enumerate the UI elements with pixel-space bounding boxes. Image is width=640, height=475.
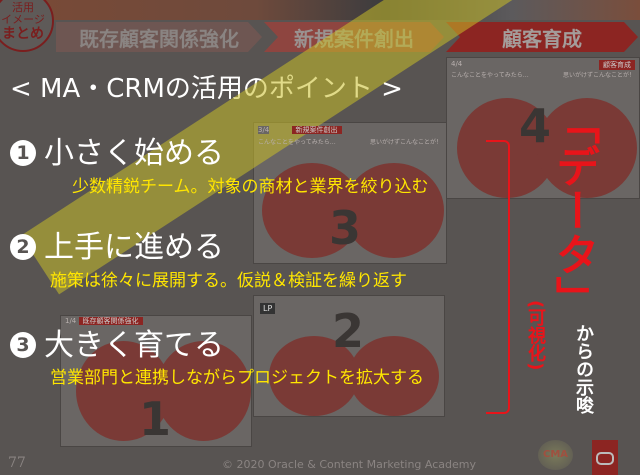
thumb-number: 3: [329, 201, 362, 255]
copyright: © 2020 Oracle & Content Marketing Academ…: [222, 458, 477, 471]
thumb-number: 4: [519, 99, 552, 153]
header-image-band: [0, 0, 640, 20]
thumb-page: 4/4: [451, 60, 463, 68]
thumbnail-4: 4/4 顧客育成 こんなことをやってみたら… 思いがけずこんなことが！ 4: [446, 57, 640, 199]
thumb-header: 新規案件創出: [291, 126, 342, 134]
thumbnail-1: 1/4 既存顧客関係強化 1: [60, 315, 252, 447]
insight-from: からの示唆: [573, 324, 594, 414]
oracle-logo: [592, 440, 618, 475]
thumb-caption: こんなことをやってみたら…: [451, 72, 529, 79]
point-3-detail: 営業部門と連携しながらプロジェクトを拡大する: [50, 368, 424, 388]
point-number: 1: [10, 140, 36, 166]
thumb-number: 1: [139, 392, 172, 446]
point-2-detail: 施策は徐々に展開する。仮説＆検証を繰り返す: [50, 271, 407, 291]
thumb-caption: こんなことをやってみたら…: [258, 139, 336, 146]
insight-visual: (可視化): [525, 300, 546, 371]
point-heading: 大きく育てる: [44, 328, 224, 363]
summary-badge: 活用 イメージ まとめ: [0, 0, 54, 52]
point-number: 3: [10, 332, 36, 358]
thumb-page: LP: [260, 303, 276, 314]
thumb-caption: 思いがけずこんなことが！: [562, 72, 635, 79]
page-number: 77: [8, 455, 26, 471]
thumb-number: 2: [332, 304, 365, 358]
point-heading: 上手に進める: [44, 230, 224, 265]
bracket: [486, 140, 510, 414]
badge-line: イメージ: [1, 13, 45, 26]
badge-line: まとめ: [2, 26, 44, 42]
point-2: 2 上手に進める: [10, 232, 224, 264]
point-1: 1 小さく始める: [10, 138, 224, 170]
step-customer-nurturing: 顧客育成: [446, 22, 638, 52]
thumb-header: 既存顧客関係強化: [78, 317, 143, 325]
oracle-o-icon: [596, 452, 614, 465]
thumb-caption: 思いがけずこんなことが！: [369, 139, 442, 146]
badge-line: 活用: [12, 1, 34, 14]
point-3: 3 大きく育てる: [10, 330, 224, 362]
point-1-detail: 少数精鋭チーム。対象の商材と業界を絞り込む: [72, 177, 429, 197]
thumbnail-3: 3/4 新規案件創出 こんなことをやってみたら… 思いがけずこんなことが！ 3: [253, 122, 447, 264]
thumb-header: 顧客育成: [599, 60, 635, 70]
thumb-page: 1/4: [65, 317, 77, 325]
step-existing-customers: 既存顧客関係強化: [56, 22, 262, 52]
point-heading: 小さく始める: [44, 136, 224, 171]
insight-data: 「データ」: [548, 100, 599, 320]
point-number: 2: [10, 234, 36, 260]
thumb-page: 3/4: [258, 126, 270, 134]
cma-logo: CMA: [538, 440, 573, 470]
thumbnail-2: LP 2: [253, 295, 445, 417]
